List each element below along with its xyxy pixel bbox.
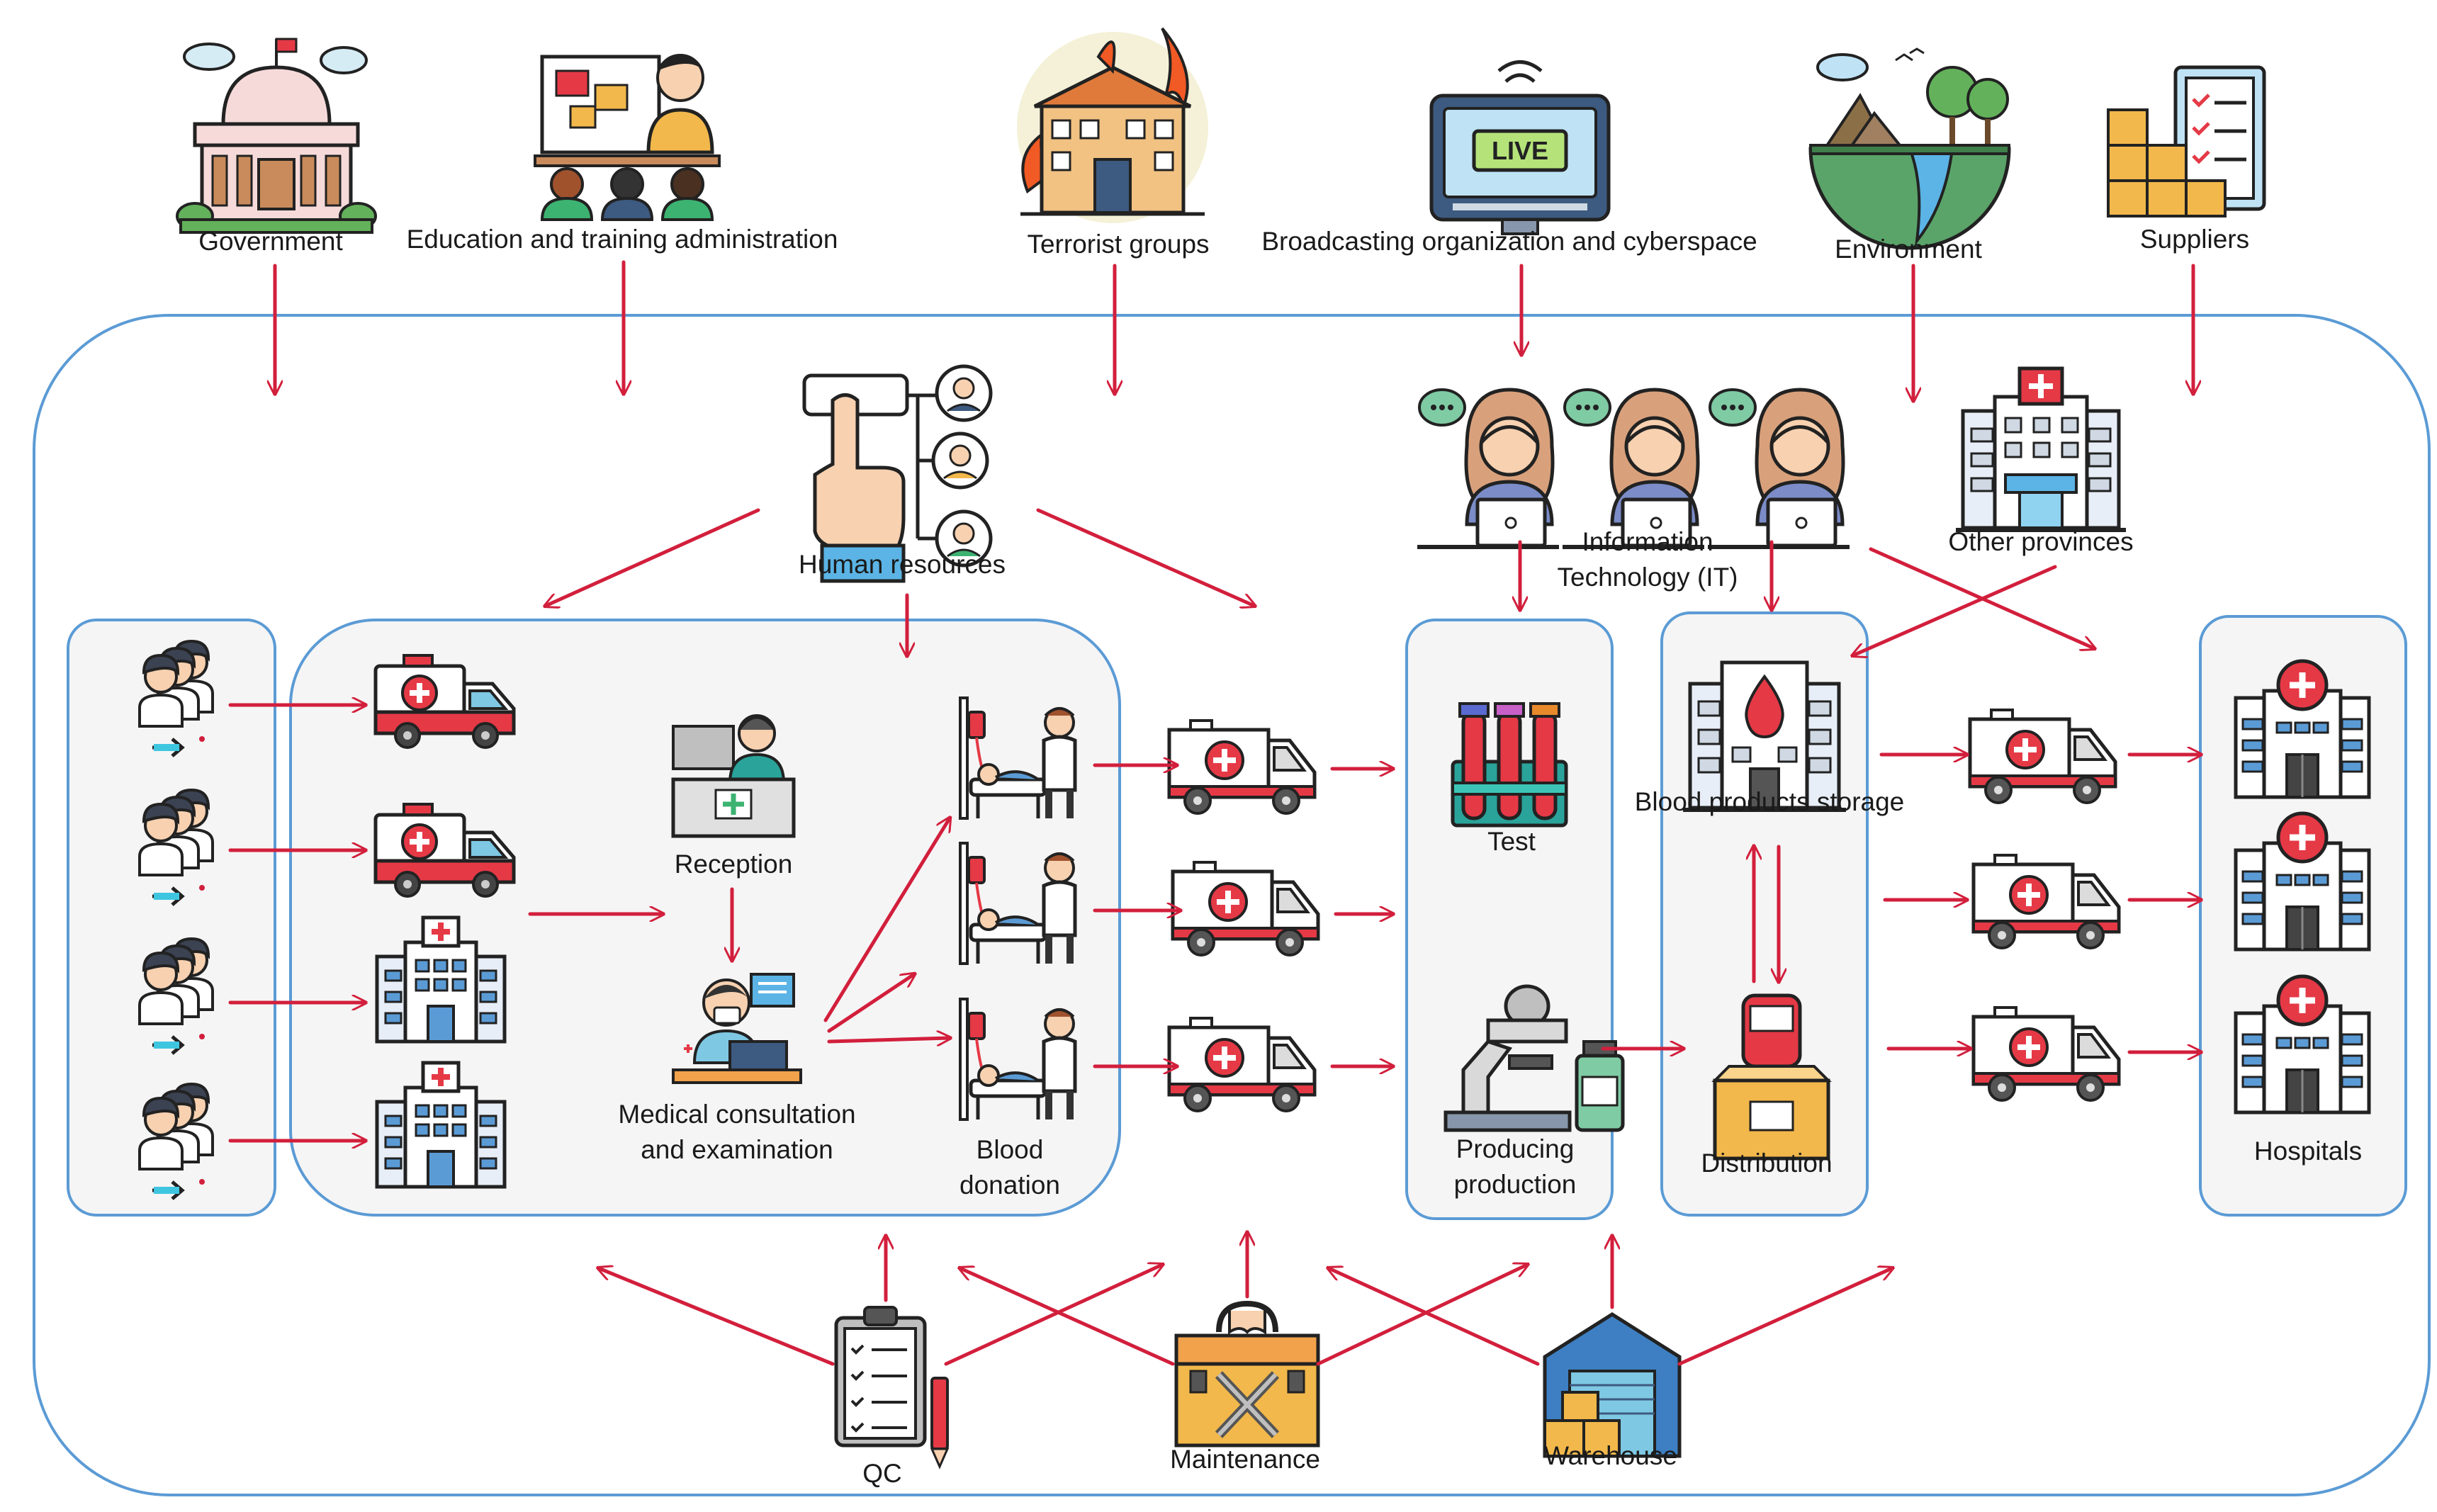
burning-building-icon: [1017, 27, 1208, 223]
warehouse-icon: [1543, 1312, 1682, 1458]
environment-globe-icon: [1808, 47, 2011, 250]
supplier-boxes-clipboard-icon: [2107, 65, 2266, 218]
ambulance-icon: [1974, 855, 2119, 948]
distribution-label: Distribution: [1701, 1149, 1833, 1178]
broadcasting-label: Broadcasting organization and cyberspace: [1261, 227, 1757, 256]
ambulance-icon: [1974, 1008, 2119, 1100]
ambulance-icon: [1169, 1018, 1315, 1111]
hospitals-label: Hospitals: [2253, 1136, 2363, 1166]
other-provinces-label: Other provinces: [1948, 527, 2134, 556]
blood-products-storage-label: Blood products storage: [1634, 787, 1905, 816]
suppliers-label: Suppliers: [2139, 225, 2250, 254]
medical-consultation-label: Medical consultation and examination: [618, 1100, 856, 1164]
collection-panel: [289, 619, 1121, 1217]
reception-label: Reception: [674, 850, 793, 879]
blood-bag-box-icon: [1711, 993, 1832, 1161]
government-label: Government: [198, 227, 343, 256]
blood-bank-building-icon: [1683, 660, 1846, 812]
svg-text:LIVE: LIVE: [1492, 136, 1548, 165]
call-center-operator-icon: [1417, 388, 1559, 549]
environment-label: Environment: [1835, 235, 1982, 264]
education-label: Education and training administration: [406, 225, 838, 254]
flow-arrows: [228, 260, 2200, 1366]
ambulance-icon: [1169, 721, 1315, 813]
producing-production-label: Producing production: [1453, 1134, 1577, 1199]
ambulance-icon: [1970, 710, 2115, 803]
toolbox-icon: [1174, 1300, 1320, 1448]
human-resources-label: Human resources: [798, 550, 1006, 579]
teacher-presentation-icon: [534, 54, 721, 221]
ambulance-icon: [1173, 862, 1318, 955]
terrorist-groups-label: Terrorist groups: [1027, 230, 1210, 259]
call-center-operator-icon: [1563, 390, 1704, 547]
system-boundary-frame: [33, 314, 2431, 1496]
reception-desk-icon: [671, 714, 796, 838]
clipboard-checklist-icon: [834, 1306, 950, 1469]
warehouse-label: Warehouse: [1544, 1441, 1677, 1470]
donors-panel: [67, 619, 276, 1217]
hr-network-hand-icon: [802, 364, 993, 583]
it-label: Information Technology (IT): [1557, 527, 1738, 592]
test-label: Test: [1487, 827, 1536, 856]
maintenance-label: Maintenance: [1170, 1445, 1320, 1474]
call-center-operator-icon: [1708, 390, 1850, 547]
microscope-production-icon: [1443, 984, 1625, 1132]
doctor-consultation-icon: [672, 973, 802, 1084]
blood-donation-label: Blood donation: [959, 1135, 1060, 1200]
test-tubes-icon: [1453, 704, 1566, 825]
provincial-hospital-icon: [1956, 366, 2126, 532]
live-tv-icon: LIVE: [1429, 60, 1611, 235]
qc-label: QC: [862, 1459, 902, 1488]
government-building-icon: [176, 38, 377, 234]
